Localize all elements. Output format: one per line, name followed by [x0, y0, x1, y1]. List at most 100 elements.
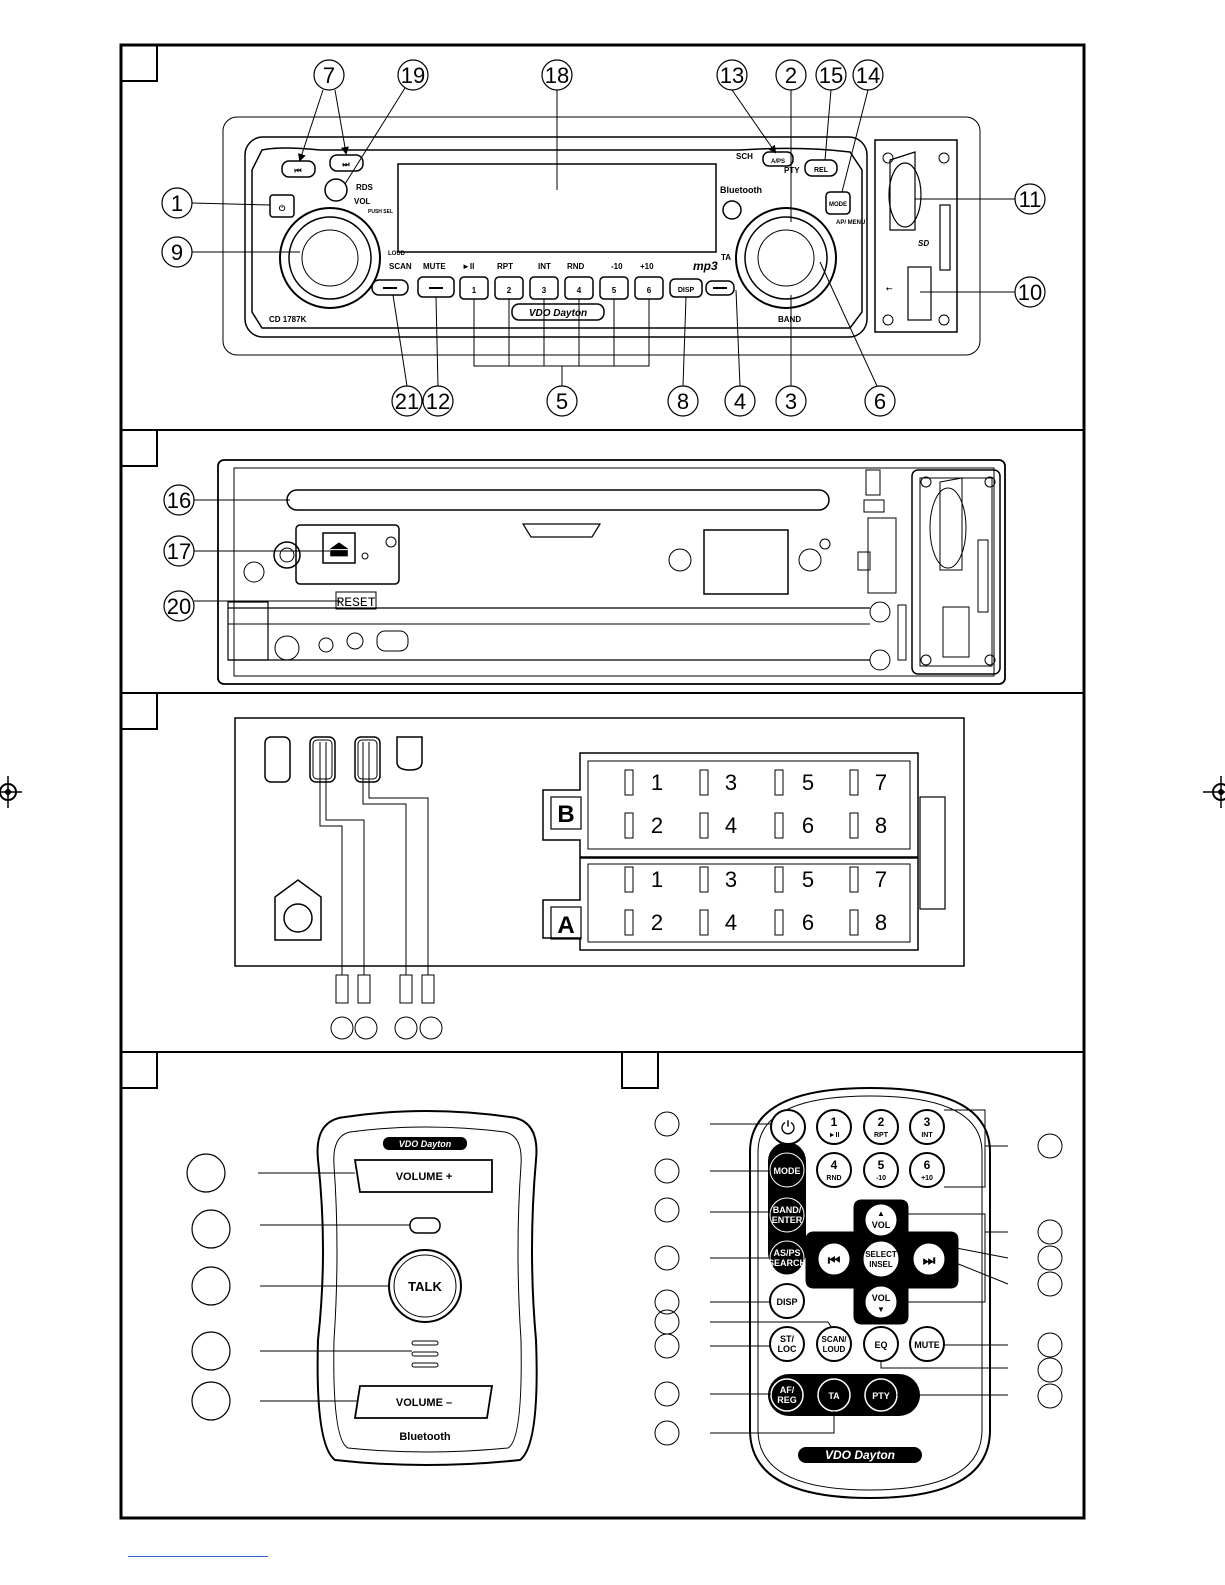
- sch-label: SCH: [736, 152, 753, 161]
- svg-text:4: 4: [831, 1158, 838, 1172]
- preset-4: 4: [577, 286, 582, 295]
- volume-knob: [279, 207, 381, 309]
- aps-button: [762, 151, 794, 167]
- svg-text:RND: RND: [826, 1175, 841, 1182]
- b-pin-8: 8: [875, 813, 887, 838]
- skip-forward-icon: ⏭: [923, 1252, 936, 1268]
- rel-label: REL: [814, 167, 829, 174]
- bluetooth-label: Bluetooth: [720, 185, 762, 195]
- eject-icon: ⏏: [329, 536, 350, 561]
- connector-b: [542, 752, 919, 858]
- ir-scan-loud-button: SCAN/ LOUD: [816, 1326, 852, 1362]
- a-pin-3: 3: [725, 867, 737, 892]
- power-button: [269, 194, 295, 218]
- svg-text:VOL: VOL: [872, 1220, 891, 1230]
- a-pin-8: 8: [875, 910, 887, 935]
- svg-text:SELECT: SELECT: [865, 1250, 897, 1259]
- ir-st-loc-button: ST/ LOC: [769, 1326, 805, 1362]
- next-icon: ⏭: [342, 160, 350, 169]
- status-led: [409, 1217, 441, 1234]
- svg-text:INSEL: INSEL: [869, 1260, 893, 1269]
- svg-text:EQ: EQ: [874, 1340, 887, 1350]
- scan-label: SCAN: [389, 262, 412, 271]
- b-pin-5: 5: [802, 770, 814, 795]
- push-sel-label: PUSH SEL: [368, 209, 393, 215]
- ir-button-3: 3 INT: [909, 1109, 945, 1145]
- plus10-label: +10: [640, 262, 654, 271]
- sd-slot: [888, 162, 922, 228]
- ir-power-button: ⏻: [770, 1109, 806, 1145]
- panel-1-callouts: 7 19 18 13 2 15 14 1 9 11 10 2: [161, 59, 1046, 417]
- ir-prev-button: ⏮: [817, 1242, 851, 1276]
- handset-brand-logo: VDO Dayton: [399, 1139, 452, 1149]
- svg-text:LOUD: LOUD: [823, 1345, 846, 1354]
- preset-1: 1: [472, 286, 477, 295]
- a-pin-4: 4: [725, 910, 737, 935]
- preset-6: 6: [647, 286, 652, 295]
- pty-label: PTY: [784, 166, 800, 175]
- svg-text:REG: REG: [777, 1395, 797, 1405]
- ir-button-6: 6 +10: [909, 1152, 945, 1188]
- callout-7: 7: [323, 63, 335, 88]
- ir-button-2: 2 RPT: [863, 1109, 899, 1145]
- svg-text:PTY: PTY: [872, 1391, 890, 1401]
- volume-plus-label: VOLUME +: [396, 1171, 453, 1183]
- microphone-grille: [411, 1340, 439, 1346]
- svg-text:ST/: ST/: [780, 1334, 795, 1344]
- svg-text:ENTER: ENTER: [772, 1215, 803, 1225]
- ir-pty-button: PTY: [864, 1378, 898, 1412]
- svg-text:+10: +10: [921, 1175, 933, 1182]
- svg-text:MODE: MODE: [774, 1166, 801, 1176]
- handset-bluetooth-label: Bluetooth: [399, 1431, 451, 1443]
- volume-minus-label: VOLUME –: [396, 1397, 452, 1409]
- chassis-diagram: ⏏ RESET: [217, 459, 1006, 685]
- panel-1-corner: [120, 44, 158, 82]
- svg-text:INT: INT: [921, 1132, 933, 1139]
- ta-label: TA: [721, 253, 731, 262]
- connector-b-label: B: [557, 801, 574, 828]
- talk-label: TALK: [408, 1279, 442, 1294]
- callout-20: 20: [167, 594, 191, 619]
- svg-text:LOC: LOC: [778, 1344, 797, 1354]
- ir-button-4: 4 RND: [816, 1152, 852, 1188]
- figure-frame: [119, 43, 1086, 1520]
- svg-text:►II: ►II: [829, 1132, 840, 1139]
- eject-panel: [295, 524, 400, 585]
- a-pin-2: 2: [651, 910, 663, 935]
- callout-9: 9: [171, 240, 183, 265]
- svg-text:-10: -10: [876, 1175, 886, 1182]
- play-label: ►II: [462, 262, 474, 271]
- callout-5: 5: [556, 389, 568, 414]
- ir-eq-button: EQ: [863, 1326, 899, 1362]
- power-40w-badge: [722, 200, 742, 220]
- svg-text:6: 6: [924, 1158, 931, 1172]
- mode-label: MODE: [829, 202, 847, 208]
- b-pin-6: 6: [802, 813, 814, 838]
- b-pin-4: 4: [725, 813, 737, 838]
- panel-5-corner: [621, 1051, 659, 1089]
- disp-label: DISP: [678, 287, 695, 294]
- registration-mark-left: [0, 776, 22, 808]
- int-label: INT: [538, 262, 551, 271]
- ir-brand-logo: VDO Dayton: [825, 1448, 895, 1462]
- ir-vol-down-button: VOL ▼: [864, 1285, 898, 1319]
- a-pin-7: 7: [875, 867, 887, 892]
- sd-logo: SD: [918, 239, 929, 248]
- ir-brand-plate: [798, 1447, 922, 1463]
- b-pin-7: 7: [875, 770, 887, 795]
- a-pin-5: 5: [802, 867, 814, 892]
- rear-connectors-diagram: B A 1 3 5 7 2 4 6 8 1: [234, 717, 965, 1040]
- callout-13: 13: [720, 63, 744, 88]
- svg-text:BAND/: BAND/: [773, 1205, 802, 1215]
- svg-text:DISP: DISP: [776, 1297, 797, 1307]
- panel-2-corner: [120, 429, 158, 467]
- power-icon: ⏻: [279, 204, 286, 213]
- mp3-logo: mp3: [693, 259, 718, 273]
- panel-3-corner: [120, 692, 158, 730]
- rnd-label: RND: [567, 262, 585, 271]
- callout-19: 19: [401, 63, 425, 88]
- model-label: CD 1787K: [269, 315, 307, 324]
- svg-text:2: 2: [878, 1115, 885, 1129]
- brand-logo: VDO Dayton: [529, 308, 587, 319]
